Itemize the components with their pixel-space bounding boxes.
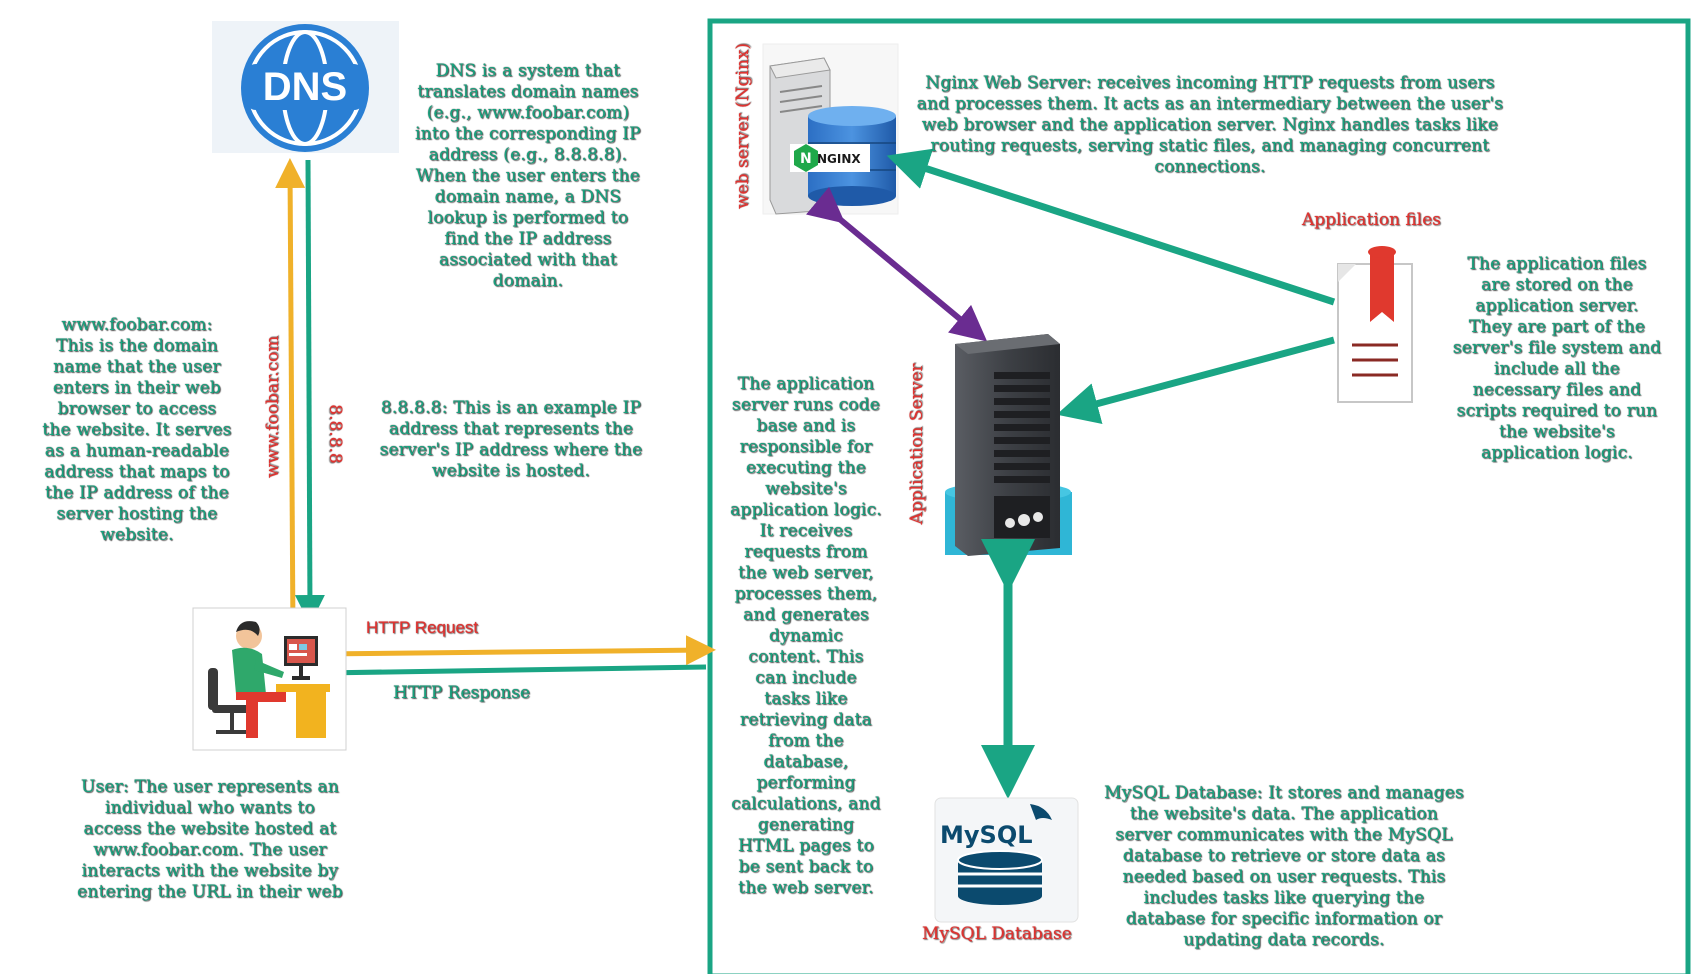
nginx-server-illustration [762, 43, 899, 215]
app-files-label: Application files [1302, 210, 1441, 230]
files-to-nginx-arrow [886, 148, 1336, 306]
ip-address-note: 8.8.8.8: This is an example IP address t… [379, 398, 643, 481]
server-zone-border [707, 18, 1691, 974]
mysql-illustration [934, 797, 1079, 923]
domain-note: www.foobar.com: This is the domain name … [42, 315, 232, 545]
mysql-description: MySQL Database: It stores and manages th… [1104, 783, 1464, 950]
http-request-label: HTTP Request [366, 618, 479, 637]
files-to-appserver-arrow [1056, 336, 1335, 425]
application-server-illustration [945, 334, 1072, 556]
app-server-description: The application server runs code base an… [730, 374, 882, 898]
domain-arrow-label: www.foobar.com [263, 335, 283, 478]
ip-arrow-label: 8.8.8.8 [325, 404, 345, 464]
dns-logo-text: DNS [262, 65, 348, 109]
mysql-logo-text: MySQL [940, 821, 1033, 849]
http-request-arrow [317, 635, 716, 666]
dns-logo [212, 21, 399, 153]
dns-description: DNS is a system that translates domain n… [415, 61, 641, 291]
nginx-logo-n: N [800, 151, 812, 167]
nginx-app-link [806, 186, 988, 342]
mysql-label: MySQL Database [922, 924, 1072, 944]
http-response-arrow [312, 657, 707, 688]
ip-response-arrow [294, 159, 325, 625]
user-note: User: The user represents an individual … [77, 777, 343, 902]
web-server-label: web server (Nginx) [733, 43, 753, 209]
nginx-description: Nginx Web Server: receives incoming HTTP… [916, 73, 1504, 177]
app-files-description: The application files are stored on the … [1452, 254, 1662, 463]
user-illustration [192, 607, 347, 751]
nginx-logo-text: NGINX [817, 152, 861, 166]
app-server-label: Application Server [907, 363, 927, 525]
domain-request-arrow [275, 158, 306, 636]
http-response-label: HTTP Response [393, 683, 531, 703]
application-files-icon [1337, 246, 1413, 403]
